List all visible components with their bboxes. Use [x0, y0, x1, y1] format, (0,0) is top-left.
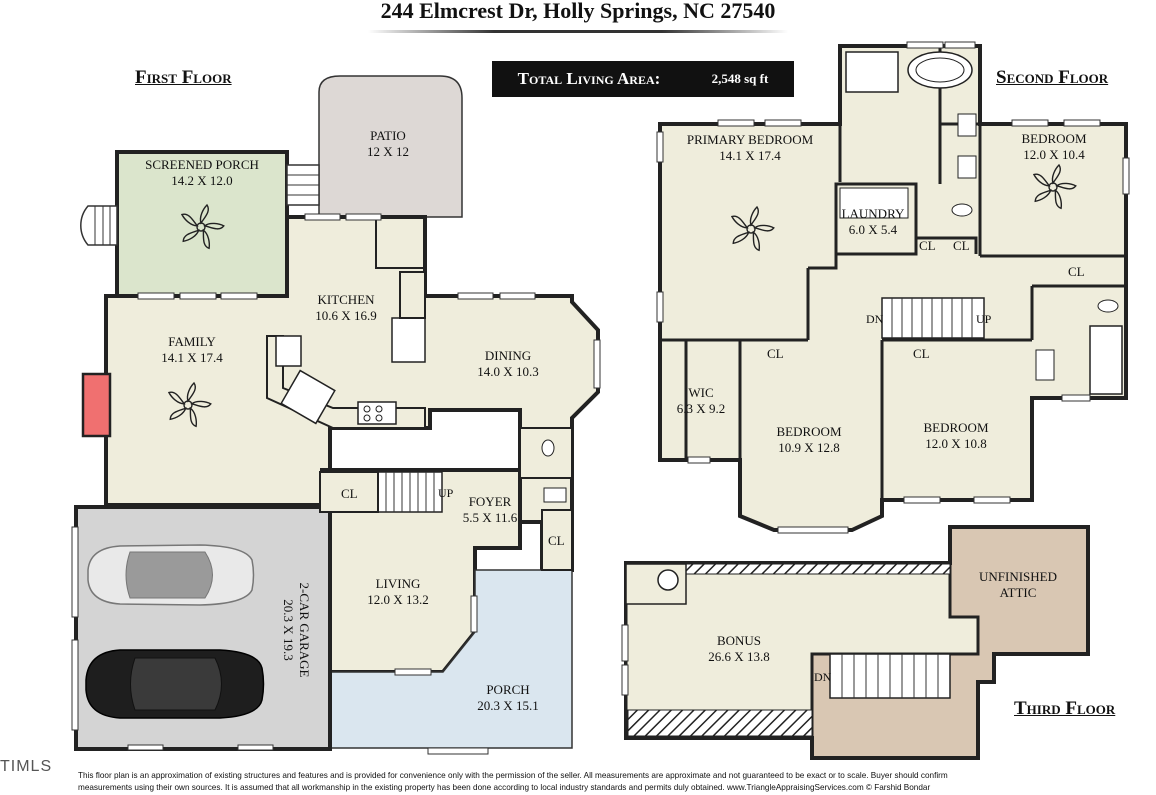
room-foyer-dims: 5.5 X 11.6 — [462, 510, 518, 525]
room-dining-dims: 14.0 X 10.3 — [477, 364, 539, 379]
room-bonus: BONUS 26.6 X 13.8 — [708, 633, 769, 665]
stairs-down-label: DN — [814, 670, 832, 684]
room-wic-name: WIC — [688, 385, 714, 400]
disclaimer: This floor plan is an approximation of e… — [78, 770, 1153, 794]
room-bedroom-mid-dims: 10.9 X 12.8 — [778, 440, 840, 455]
room-bedroom-mid: BEDROOM 10.9 X 12.8 — [776, 424, 841, 456]
room-kitchen-name: KITCHEN — [317, 292, 375, 307]
room-garage-name: 2-CAR GARAGE — [297, 582, 312, 678]
room-screened-porch-dims: 14.2 X 12.0 — [171, 173, 233, 188]
second-floor-body — [658, 44, 1128, 532]
room-laundry-dims: 6.0 X 5.4 — [848, 222, 898, 237]
room-garage: 2-CAR GARAGE 20.3 X 19.3 — [280, 583, 312, 678]
room-porch-name: PORCH — [486, 682, 530, 697]
second-floor-title: Second Floor — [996, 67, 1109, 88]
total-living-area-label: Total Living Area: — [517, 69, 661, 88]
room-foyer: FOYER 5.5 X 11.6 — [463, 494, 517, 526]
room-family-name: FAMILY — [168, 334, 216, 349]
patio-area — [318, 75, 463, 218]
room-living: LIVING 12.0 X 13.2 — [367, 576, 428, 608]
closet-label: CL — [341, 486, 358, 501]
total-living-area-box: Total Living Area: 2,548 sq ft — [492, 61, 794, 97]
room-patio-dims: 12 X 12 — [367, 144, 409, 159]
stairs-down-label: DN — [866, 312, 884, 326]
room-bedroom-ne: BEDROOM 12.0 X 10.4 — [1021, 131, 1086, 163]
mls-logo: TIMLS — [0, 758, 53, 775]
room-bedroom-ne-name: BEDROOM — [1021, 131, 1087, 146]
room-attic-name: UNFINISHED — [979, 569, 1057, 584]
room-bedroom-right: BEDROOM 12.0 X 10.8 — [923, 420, 988, 452]
room-patio: PATIO 12 X 12 — [367, 128, 409, 160]
room-wic: WIC 6.3 X 9.2 — [677, 385, 725, 417]
front-porch-area — [329, 569, 573, 749]
room-screened-porch-name: SCREENED PORCH — [145, 157, 259, 172]
stairs-up-label: UP — [976, 312, 992, 326]
title-underline — [368, 30, 788, 33]
disclaimer-line-2: measurements using their own sources. It… — [78, 783, 931, 792]
total-living-area-value: 2,548 sq ft — [711, 71, 769, 86]
room-bonus-name: BONUS — [716, 633, 762, 648]
room-primary-bedroom: PRIMARY BEDROOM 14.1 X 17.4 — [687, 132, 813, 164]
room-living-dims: 12.0 X 13.2 — [367, 592, 429, 607]
fireplace — [81, 372, 112, 438]
first-floor-title: First Floor — [135, 67, 232, 88]
closet-label: CL — [548, 533, 565, 548]
room-laundry-name: LAUNDRY — [841, 206, 905, 221]
room-bedroom-mid-name: BEDROOM — [776, 424, 842, 439]
room-bedroom-ne-dims: 12.0 X 10.4 — [1023, 147, 1085, 162]
room-attic-dims: ATTIC — [999, 585, 1037, 600]
room-porch-dims: 20.3 X 15.1 — [477, 698, 539, 713]
car-black-icon — [85, 649, 265, 719]
closet-label: CL — [1068, 264, 1085, 279]
room-bedroom-right-dims: 12.0 X 10.8 — [925, 436, 987, 451]
stairs-up-label: UP — [438, 486, 454, 500]
closet-label: CL — [919, 238, 936, 253]
room-living-name: LIVING — [375, 576, 421, 591]
room-wic-dims: 6.3 X 9.2 — [676, 401, 726, 416]
room-bonus-dims: 26.6 X 13.8 — [708, 649, 770, 664]
room-bedroom-right-name: BEDROOM — [923, 420, 989, 435]
room-dining-name: DINING — [484, 348, 532, 363]
closet-label: CL — [913, 346, 930, 361]
room-patio-name: PATIO — [370, 128, 406, 143]
room-kitchen: KITCHEN 10.6 X 16.9 — [315, 292, 376, 324]
room-attic: UNFINISHED ATTIC — [979, 569, 1057, 601]
room-primary-bedroom-name: PRIMARY BEDROOM — [686, 132, 814, 147]
room-family-dims: 14.1 X 17.4 — [161, 350, 223, 365]
room-dining: DINING 14.0 X 10.3 — [477, 348, 538, 380]
closet-label: CL — [953, 238, 970, 253]
room-primary-bedroom-dims: 14.1 X 17.4 — [719, 148, 781, 163]
room-laundry: LAUNDRY 6.0 X 5.4 — [842, 206, 905, 238]
third-floor-title: Third Floor — [1014, 698, 1116, 719]
car-white-icon — [87, 544, 255, 606]
room-kitchen-dims: 10.6 X 16.9 — [315, 308, 377, 323]
room-family: FAMILY 14.1 X 17.4 — [161, 334, 222, 366]
room-garage-dims: 20.3 X 19.3 — [281, 599, 296, 661]
closet-label: CL — [767, 346, 784, 361]
room-screened-porch: SCREENED PORCH 14.2 X 12.0 — [145, 157, 259, 189]
disclaimer-line-1: This floor plan is an approximation of e… — [78, 771, 948, 780]
room-porch: PORCH 20.3 X 15.1 — [477, 682, 538, 714]
room-foyer-name: FOYER — [468, 494, 512, 509]
address-title: 244 Elmcrest Dr, Holly Springs, NC 27540 — [380, 0, 776, 23]
